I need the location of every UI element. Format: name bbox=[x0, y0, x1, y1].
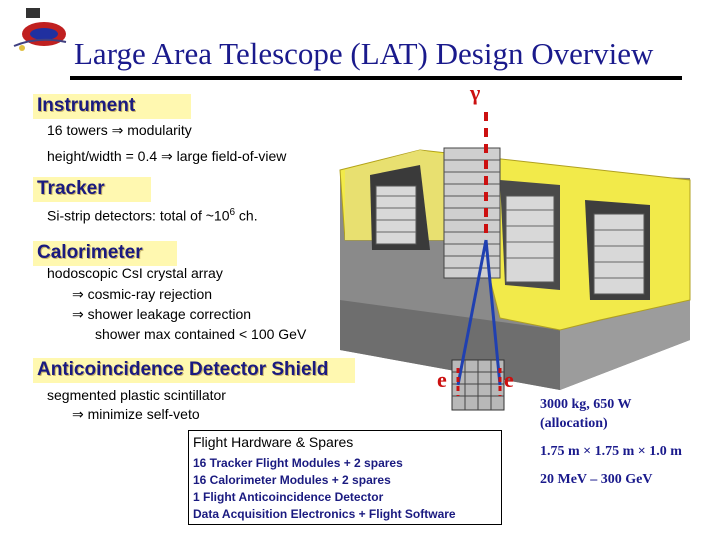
instrument-heading: Instrument bbox=[33, 94, 191, 119]
hardware-item-calorimeter: 16 Calorimeter Modules + 2 spares bbox=[193, 473, 391, 487]
spec-dimensions: 1.75 m × 1.75 m × 1.0 m bbox=[540, 444, 682, 459]
glast-logo bbox=[8, 6, 70, 56]
hardware-item-tracker: 16 Tracker Flight Modules + 2 spares bbox=[193, 456, 403, 470]
hardware-item-acd: 1 Flight Anticoincidence Detector bbox=[193, 490, 384, 504]
positron-label: e bbox=[504, 367, 514, 392]
tracker-line-suffix: ch. bbox=[235, 207, 258, 224]
calorimeter-line-cosmic: ⇒ cosmic-ray rejection bbox=[72, 286, 213, 302]
tracker-heading: Tracker bbox=[33, 177, 151, 202]
spec-mass-power: 3000 kg, 650 W bbox=[540, 397, 632, 412]
calorimeter-line-leakage: ⇒ shower leakage correction bbox=[72, 306, 252, 322]
gamma-ray-label: γ bbox=[470, 80, 481, 105]
tracker-line-prefix: Si-strip detectors: total of ~10 bbox=[47, 207, 230, 224]
spec-energy-range: 20 MeV – 300 GeV bbox=[540, 472, 653, 487]
tracker-line: Si-strip detectors: total of ~106 ch. bbox=[47, 203, 258, 226]
electron-label: e bbox=[437, 367, 447, 392]
calorimeter-heading: Calorimeter bbox=[33, 241, 177, 266]
page-title: Large Area Telescope (LAT) Design Overvi… bbox=[74, 36, 654, 71]
calorimeter-line-shower-max: shower max contained < 100 GeV bbox=[95, 326, 307, 342]
instrument-line-towers: 16 towers ⇒ modularity bbox=[47, 122, 192, 138]
calorimeter-line-crystal: hodoscopic CsI crystal array bbox=[47, 265, 223, 281]
acd-line-self-veto: ⇒ minimize self-veto bbox=[72, 406, 200, 422]
instrument-line-ratio: height/width = 0.4 ⇒ large field-of-view bbox=[47, 148, 287, 164]
spec-allocation: (allocation) bbox=[540, 416, 608, 431]
acd-heading: Anticoincidence Detector Shield bbox=[33, 358, 355, 383]
title-divider bbox=[70, 76, 682, 80]
flight-hardware-box: Flight Hardware & Spares 16 Tracker Flig… bbox=[188, 430, 502, 525]
flight-hardware-title: Flight Hardware & Spares bbox=[193, 434, 354, 450]
acd-line-scintillator: segmented plastic scintillator bbox=[47, 387, 226, 403]
hardware-item-daq: Data Acquisition Electronics + Flight So… bbox=[193, 507, 456, 521]
tracker-line-exponent: 6 bbox=[229, 207, 236, 218]
